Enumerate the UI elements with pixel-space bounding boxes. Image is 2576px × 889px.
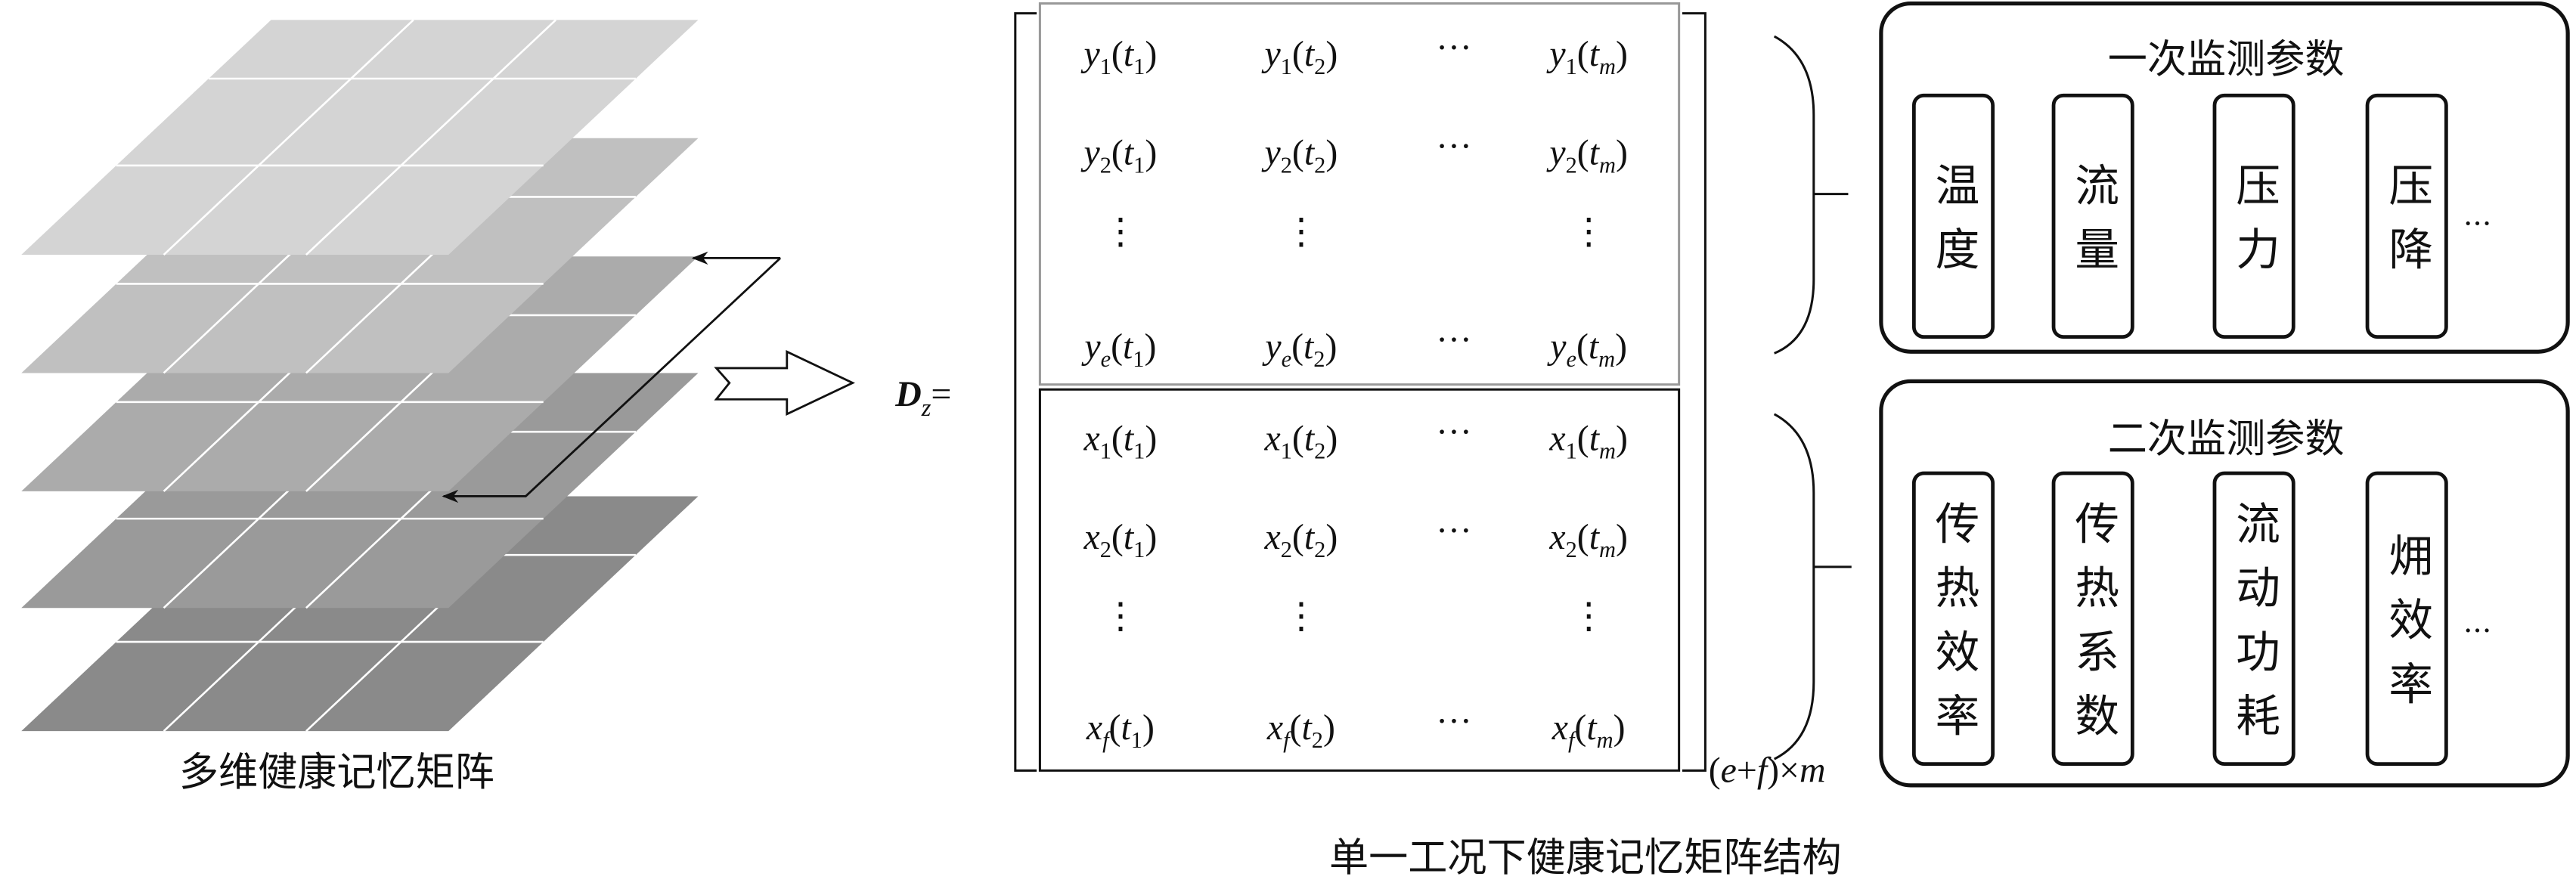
upper-submatrix-box [1038, 2, 1681, 386]
hollow-right-arrow-icon [714, 350, 855, 417]
matrix-cell: x2(t1) [1083, 517, 1157, 562]
matrix-cell: y1(t1) [1080, 34, 1157, 79]
parameter-box: 压力 [2212, 93, 2295, 339]
parameter-box: 流动功耗 [2212, 471, 2295, 767]
matrix-cell: y1(tm) [1546, 34, 1628, 79]
matrix-cell: ye(t1) [1081, 327, 1156, 372]
parameter-box: 传热系数 [2051, 471, 2134, 767]
parameter-box: 传热效率 [1911, 471, 1995, 767]
matrix-cell: y1(t2) [1262, 34, 1338, 79]
parameter-box: 温度 [1911, 93, 1995, 339]
grid-line [163, 19, 414, 256]
matrix-cell: x1(t2) [1264, 419, 1338, 464]
parameter-label: 压降 [2381, 162, 2432, 290]
matrix-cell: y2(tm) [1546, 133, 1628, 178]
secondary-params-panel [1879, 379, 2570, 788]
matrix-cell: ye(tm) [1547, 327, 1627, 372]
layer-cycle-arrow [442, 257, 782, 503]
parameter-box: 㶲效率 [2365, 471, 2448, 767]
lower-submatrix-box [1038, 388, 1681, 772]
lower-brace [1773, 413, 1852, 760]
matrix-cell: xf(t1) [1086, 708, 1155, 753]
parameter-label: 流量 [2067, 162, 2119, 290]
ellipsis: ··· [1436, 320, 1472, 360]
parameter-label: 㶲效率 [2381, 532, 2432, 724]
matrix-cell: y2(t1) [1080, 133, 1157, 178]
parameter-label: 传热系数 [2067, 500, 2119, 757]
ellipsis: ··· [1436, 126, 1472, 166]
matrix-size-label: (e+f)×m [1709, 751, 1826, 791]
vertical-ellipsis: ⋮ [1570, 212, 1607, 252]
matrix-right-bracket [1682, 12, 1706, 772]
ellipsis: ··· [1436, 27, 1472, 67]
matrix-cell: y2(t2) [1262, 133, 1338, 178]
matrix-cell: x2(t2) [1264, 517, 1338, 562]
vertical-ellipsis: ⋮ [1283, 212, 1319, 252]
parameter-label: 流动功耗 [2228, 500, 2280, 757]
primary-params-more: ··· [2463, 207, 2491, 241]
parameter-label: 传热效率 [1927, 500, 1979, 757]
matrix-cell: ye(t2) [1262, 327, 1337, 372]
vertical-ellipsis: ⋮ [1102, 212, 1139, 252]
primary-params-title: 一次监测参数 [2108, 37, 2345, 82]
vertical-ellipsis: ⋮ [1570, 596, 1607, 636]
secondary-params-more: ··· [2463, 615, 2491, 649]
secondary-params-title: 二次监测参数 [2108, 417, 2345, 462]
left-caption: 多维健康记忆矩阵 [179, 750, 494, 795]
matrix-layer [21, 19, 699, 256]
upper-brace [1773, 35, 1849, 355]
parameter-label: 压力 [2228, 162, 2280, 290]
matrix-cell: x1(tm) [1548, 419, 1628, 464]
parameter-box: 压降 [2365, 93, 2448, 339]
matrix-cell: xf(tm) [1551, 708, 1626, 753]
matrix-left-bracket [1014, 12, 1037, 772]
matrix-cells: y1(t1) y1(t2) ··· y1(tm) y2(t1) y2(t2) ··· y2(t… [1080, 27, 1627, 752]
parameter-box: 流量 [2051, 93, 2134, 339]
matrix-cell: x2(tm) [1548, 517, 1628, 562]
ellipsis: ··· [1436, 510, 1472, 550]
ellipsis: ··· [1436, 412, 1472, 452]
matrix-cell: xf(t2) [1266, 708, 1335, 753]
grid-line [305, 19, 557, 256]
multidimensional-layer-stack [21, 19, 699, 733]
matrix-name: Dz= [894, 374, 951, 422]
matrix-cell: x1(t1) [1083, 419, 1157, 464]
vertical-ellipsis: ⋮ [1283, 596, 1319, 636]
primary-params-panel [1879, 1, 2570, 354]
parameter-label: 温度 [1927, 162, 1979, 290]
vertical-ellipsis: ⋮ [1102, 596, 1139, 636]
bottom-caption: 单一工况下健康记忆矩阵结构 [1329, 835, 1842, 881]
ellipsis: ··· [1436, 701, 1472, 741]
